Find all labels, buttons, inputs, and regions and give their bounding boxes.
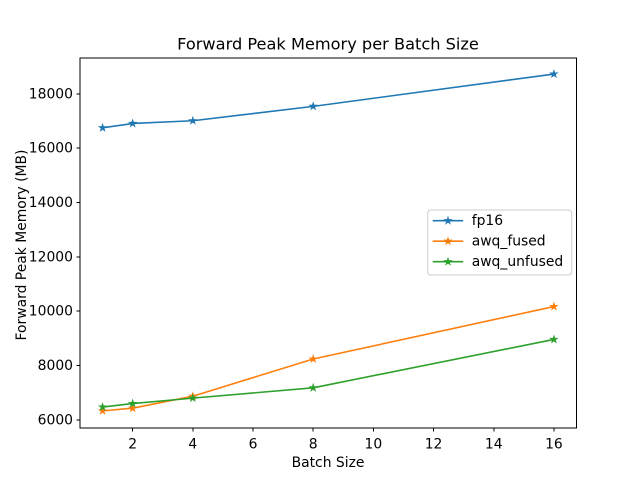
y-tick-label: 16000 — [29, 141, 73, 157]
legend-entry-fp16: fp16 — [432, 213, 503, 229]
legend-label-fp16: fp16 — [472, 213, 503, 229]
y-tick-label: 12000 — [29, 249, 73, 265]
x-tick-label: 10 — [365, 437, 383, 453]
series-line-fp16 — [101, 73, 555, 129]
series-marker-awq_unfused — [188, 393, 198, 403]
legend-entry-awq_fused: awq_fused — [432, 234, 546, 250]
x-tick-label: 14 — [485, 437, 503, 453]
series-marker-awq_unfused — [308, 382, 318, 392]
series-marker-fp16 — [97, 122, 108, 132]
series-layer — [97, 69, 559, 415]
legend: fp16 awq_fused awq_unfused — [427, 209, 573, 276]
y-tick-label: 6000 — [38, 412, 73, 428]
legend-marker-fp16 — [443, 215, 453, 225]
x-tick-label: 12 — [425, 437, 443, 453]
series-line-awq_fused — [101, 305, 555, 412]
series-marker-fp16 — [308, 101, 318, 111]
axes-layer: 2 4 6 8 10 12 14 16 6000 8000 10000 12000 14000 16000… — [29, 57, 577, 453]
legend-marker-awq_unfused — [443, 256, 453, 266]
chart-title: Forward Peak Memory per Batch Size — [177, 35, 479, 54]
series-marker-awq_unfused — [549, 334, 559, 344]
series-fp16 — [97, 69, 559, 132]
series-line-awq_unfused — [101, 338, 555, 408]
series-marker-awq_fused — [549, 301, 559, 311]
series-awq_unfused — [97, 334, 559, 412]
series-marker-fp16 — [188, 115, 198, 125]
x-tick-label: 16 — [545, 437, 563, 453]
legend-entry-awq_unfused: awq_unfused — [432, 254, 564, 270]
series-marker-awq_fused — [308, 354, 318, 364]
series-marker-awq_fused — [127, 403, 138, 413]
plot-border — [79, 57, 577, 429]
x-tick-label: 4 — [188, 437, 197, 453]
series-marker-awq_fused — [97, 405, 108, 415]
x-tick-label: 6 — [249, 437, 258, 453]
y-tick-label: 18000 — [29, 86, 73, 102]
series-awq_fused — [97, 301, 559, 415]
x-axis-label: Batch Size — [292, 455, 365, 471]
legend-label-awq_unfused: awq_unfused — [472, 254, 564, 270]
x-tick-label: 2 — [128, 437, 137, 453]
series-marker-fp16 — [549, 69, 559, 79]
y-tick-label: 14000 — [29, 195, 73, 211]
y-axis-label: Forward Peak Memory (MB) — [14, 150, 30, 341]
y-tick-label: 8000 — [38, 358, 73, 374]
legend-box — [427, 209, 573, 276]
series-marker-fp16 — [127, 118, 138, 128]
y-tick-label: 10000 — [29, 304, 73, 320]
legend-marker-awq_fused — [443, 236, 453, 246]
x-tick-label: 8 — [309, 437, 318, 453]
series-marker-awq_unfused — [97, 402, 108, 412]
series-marker-awq_unfused — [127, 398, 138, 408]
legend-label-awq_fused: awq_fused — [472, 234, 546, 250]
